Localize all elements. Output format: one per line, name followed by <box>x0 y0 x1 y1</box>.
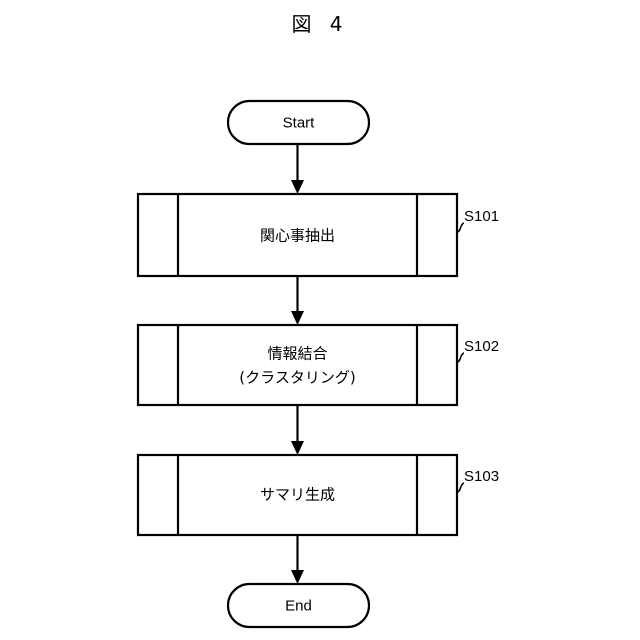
figure-title: 図 4 <box>291 12 349 36</box>
s102-step-ref: S102 <box>464 338 499 355</box>
connector-s102-to-s103 <box>291 405 304 455</box>
step-ref-s103: S103 <box>456 468 499 493</box>
s102-label: 情報結合 <box>267 345 327 363</box>
s101-step-ref: S101 <box>464 208 499 225</box>
node-s101[interactable]: 関心事抽出 <box>136 192 459 278</box>
arrow-head-icon <box>291 311 304 325</box>
start-label: Start <box>283 114 316 131</box>
node-end[interactable]: End <box>226 582 371 629</box>
node-start[interactable]: Start <box>226 99 371 146</box>
connector-start-to-s101 <box>291 144 304 194</box>
s102-shape <box>136 323 459 407</box>
arrow-head-icon <box>291 180 304 194</box>
step-ref-s102: S102 <box>456 338 499 363</box>
node-s103[interactable]: サマリ生成 <box>136 453 459 537</box>
s101-label: 関心事抽出 <box>260 227 335 245</box>
s103-label: サマリ生成 <box>260 486 335 504</box>
connector-s103-to-end <box>291 535 304 584</box>
connector-s101-to-s102 <box>291 276 304 325</box>
arrow-head-icon <box>291 570 304 584</box>
node-s102[interactable]: 情報結合 (クラスタリング) <box>136 323 459 407</box>
s103-step-ref: S103 <box>464 468 499 485</box>
end-label: End <box>285 597 312 614</box>
step-ref-s101: S101 <box>456 208 499 233</box>
s102-label-line2: (クラスタリング) <box>239 369 355 387</box>
end-shape <box>226 582 371 629</box>
arrow-head-icon <box>291 441 304 455</box>
